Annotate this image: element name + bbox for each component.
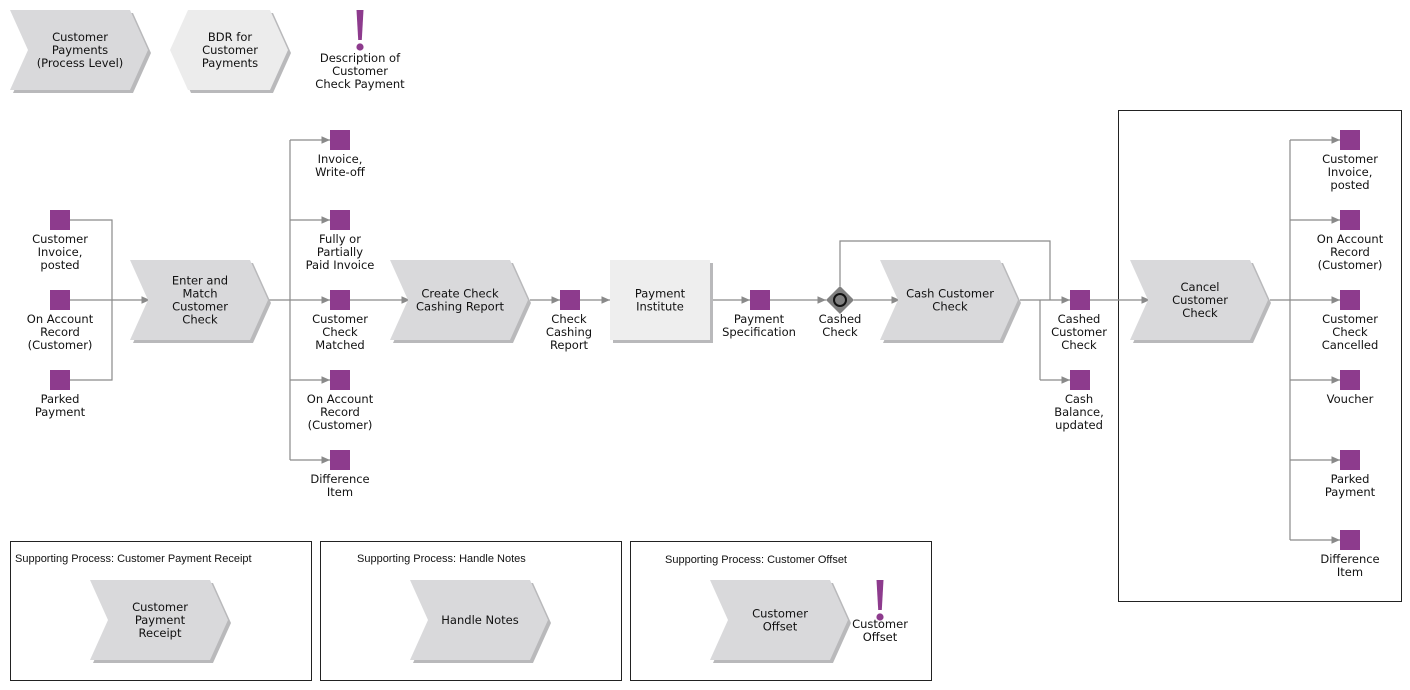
- supporting-process-notes-box: Supporting Process: Handle Notes: [320, 541, 622, 681]
- branch1-event-1: [330, 210, 350, 230]
- supporting-process-notes-title: Supporting Process: Handle Notes: [357, 553, 526, 565]
- cancel-event-0: [1340, 130, 1360, 150]
- cancel-event-3: [1340, 370, 1360, 390]
- customer-offset-note-icon-bar: [876, 580, 884, 610]
- description-note-icon-dot: [356, 43, 364, 51]
- input-event-1: [50, 290, 70, 310]
- create-report-shape: [390, 260, 528, 340]
- supporting-process-offset-box: Supporting Process: Customer Offset: [630, 541, 932, 681]
- shapes: [10, 10, 1360, 663]
- input-event-0: [50, 210, 70, 230]
- cancel-check-shape: [1130, 260, 1268, 340]
- cancel-event-5: [1340, 530, 1360, 550]
- handle-notes-label: Handle Notes: [441, 613, 518, 627]
- customer-offset-note-icon-dot: [876, 613, 884, 621]
- cancel-event-4: [1340, 450, 1360, 470]
- cashed-check-gateway: [826, 286, 854, 314]
- branch1-event-2: [330, 290, 350, 310]
- cancel-event-label-3: Voucher: [1327, 392, 1374, 406]
- customer-offset-shape: [710, 580, 848, 660]
- enter-match-shape: [130, 260, 268, 340]
- branch1-event-label-0: Invoice,Write-off: [315, 152, 366, 179]
- branch1-event-3: [330, 370, 350, 390]
- bdr-shape: [170, 10, 288, 90]
- description-note-icon-bar: [356, 10, 364, 40]
- payment-institute-shape: [610, 260, 710, 340]
- branch1-event-0: [330, 130, 350, 150]
- customer-payment-receipt-shape: [90, 580, 228, 660]
- gateway-xor-icon: [833, 293, 847, 307]
- input-event-2: [50, 370, 70, 390]
- cancel-event-1: [1340, 210, 1360, 230]
- handle-notes-shape: [410, 580, 548, 660]
- gateway-loop: [839, 240, 1051, 300]
- cash-balance-event: [1070, 370, 1090, 390]
- branch1-event-4: [330, 450, 350, 470]
- supporting-process-receipt-box: Supporting Process: Customer Payment Rec…: [10, 541, 312, 681]
- cancel-event-2: [1340, 290, 1360, 310]
- supporting-process-receipt-title: Supporting Process: Customer Payment Rec…: [15, 553, 252, 565]
- check-cashing-report-event: [560, 290, 580, 310]
- supporting-process-offset-title: Supporting Process: Customer Offset: [665, 554, 847, 566]
- connectors: [70, 136, 1340, 544]
- cash-check-shape: [880, 260, 1018, 340]
- cancel-check-region: [1118, 110, 1402, 602]
- payment-specification-event: [750, 290, 770, 310]
- cashed-customer-check-event: [1070, 290, 1090, 310]
- process-level-shape: [10, 10, 148, 90]
